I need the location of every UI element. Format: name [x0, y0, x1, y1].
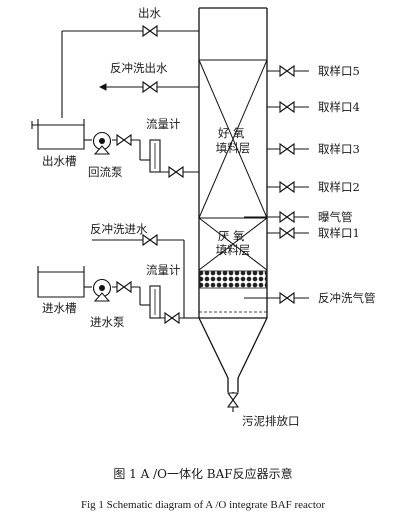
effluent-tank-label: 出水槽 [42, 154, 77, 168]
return-valve[interactable] [116, 134, 132, 146]
influent-tank [37, 266, 85, 298]
sample-port-5-label: 取样口5 [318, 64, 360, 78]
sample-port-lines [267, 70, 309, 234]
aerobic-zone-line1: 好 氧 [218, 126, 245, 140]
aerobic-zone-label: 好 氧 填料层 [216, 126, 251, 155]
feed-inlet-valve[interactable] [164, 312, 180, 324]
sample-valve-3[interactable] [279, 143, 295, 155]
backwash-in-valve[interactable] [142, 234, 158, 246]
caption-cn: 图 1 A /O一体化 BAF反应器示意 [113, 466, 292, 481]
aeration-pipe-label: 曝气管 [318, 210, 353, 224]
sample-valve-4[interactable] [279, 101, 295, 113]
return-pump[interactable] [92, 131, 112, 155]
sample-valve-1[interactable] [279, 227, 295, 239]
effluent-tank [31, 119, 85, 150]
effluent-valve[interactable] [142, 25, 158, 37]
sludge-valve[interactable] [227, 392, 239, 408]
reactor-column [198, 7, 268, 392]
aeration-valve[interactable] [279, 211, 295, 223]
anoxic-zone-line2: 填料层 [216, 243, 251, 257]
aerobic-zone-line2: 填料层 [216, 141, 251, 155]
backwash-out-valve[interactable] [142, 81, 158, 93]
sample-valve-2[interactable] [279, 181, 295, 193]
sample-port-2-label: 取样口2 [318, 180, 360, 194]
caption-en: Fig 1 Schematic diagram of A /O integrat… [81, 499, 325, 511]
sample-valve-5[interactable] [279, 65, 295, 77]
gravel-support-layer [199, 270, 267, 289]
backwash-out-label: 反冲洗出水 [110, 61, 168, 75]
backwash-inlet-line [92, 239, 199, 319]
influent-tank-label: 进水槽 [42, 301, 77, 315]
anoxic-packing-zone [198, 217, 268, 271]
sample-port-3-label: 取样口3 [318, 142, 360, 156]
flowmeter-upper-label: 流量计 [146, 117, 181, 131]
flowmeter-lower-label: 流量计 [146, 263, 181, 277]
flowmeter-lower [149, 285, 161, 319]
return-inlet-valve[interactable] [168, 166, 184, 178]
flowmeter-upper [149, 139, 161, 173]
feed-pump-label: 进水泵 [90, 315, 125, 329]
backwash-air-label: 反冲洗气管 [318, 291, 376, 305]
feed-valve[interactable] [116, 281, 132, 293]
sample-port-4-label: 取样口4 [318, 100, 360, 114]
return-pump-label: 回流泵 [88, 165, 123, 179]
effluent-label: 出水 [138, 6, 161, 20]
aerobic-packing-zone [198, 59, 268, 219]
sample-port-1-label: 取样口1 [318, 226, 360, 240]
feed-pump[interactable] [92, 278, 112, 302]
backwash-air-valve[interactable] [279, 292, 295, 304]
backwash-in-label: 反冲洗进水 [90, 222, 148, 236]
anoxic-zone-line1: 厌 氧 [218, 229, 245, 243]
anoxic-zone-label: 厌 氧 填料层 [216, 229, 251, 257]
sludge-outlet-label: 污泥排放口 [242, 414, 300, 428]
